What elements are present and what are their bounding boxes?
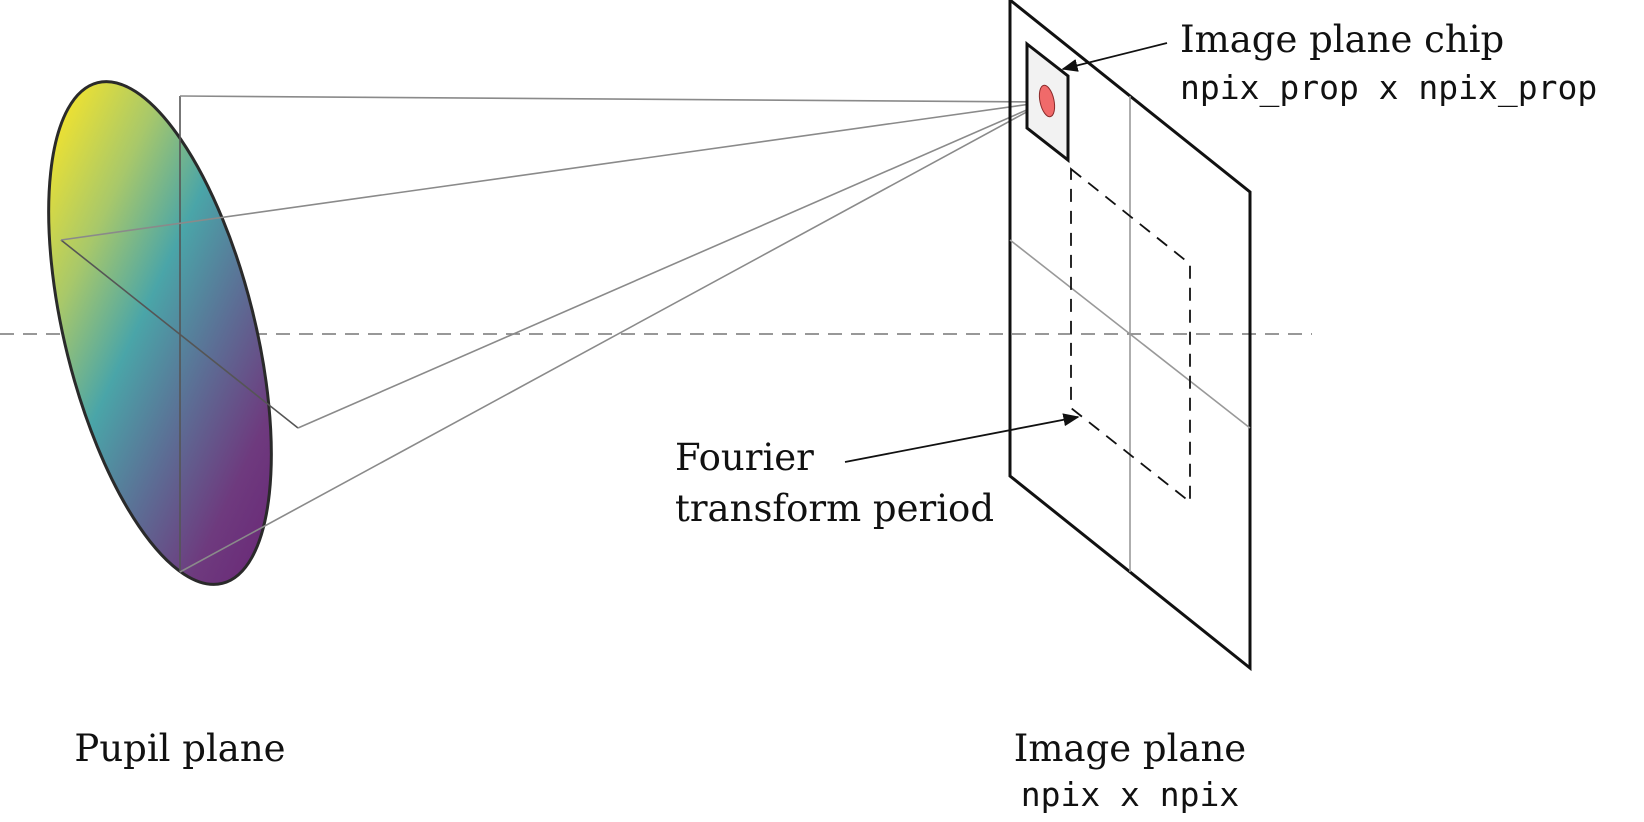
pupil-plane — [47, 80, 299, 586]
image-plane — [1008, 0, 1252, 672]
pupil-plane-label: Pupil plane — [74, 727, 285, 770]
chip-title-label: Image plane chip — [1180, 18, 1504, 61]
image-plane-size-label: npix x npix — [1021, 775, 1240, 814]
ray — [179, 95, 1046, 103]
ray — [179, 101, 1046, 573]
light-rays — [60, 95, 1046, 573]
psf-spot — [1038, 84, 1056, 118]
fourier-label-line2: transform period — [675, 487, 994, 530]
pupil-diagonal-axis — [60, 239, 299, 429]
chip-annotation-arrow — [1061, 42, 1168, 72]
fourier-annotation-arrow — [844, 413, 1080, 463]
fourier-label-line1: Fourier — [675, 436, 814, 479]
chip-size-label: npix_prop x npix_prop — [1180, 68, 1597, 108]
image-plane-outline — [1008, 0, 1252, 672]
image-plane-diagonal-axis — [1009, 239, 1251, 429]
ray — [297, 101, 1046, 429]
image-plane-label: Image plane — [1014, 727, 1246, 770]
pupil-ellipse — [47, 80, 273, 586]
ray — [60, 101, 1046, 241]
fourier-period-region — [1070, 167, 1191, 504]
